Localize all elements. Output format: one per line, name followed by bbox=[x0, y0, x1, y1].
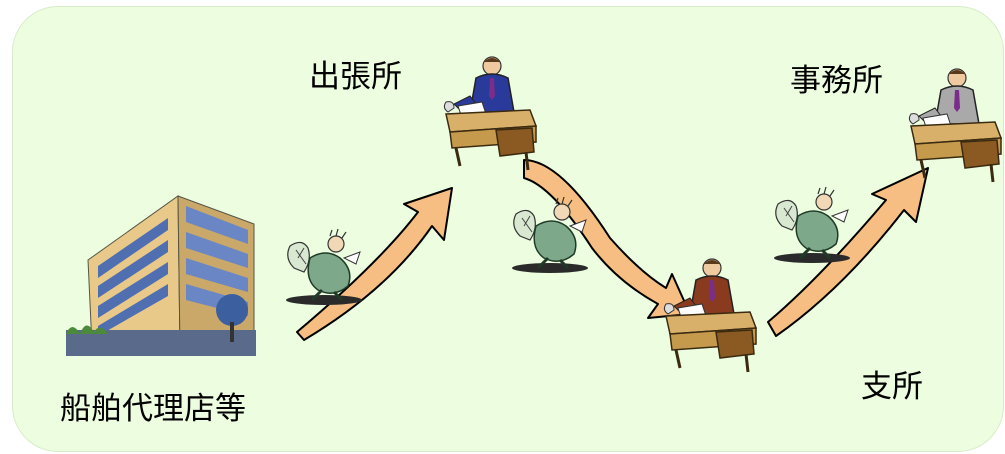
running-messenger-icon bbox=[772, 185, 852, 265]
clerk-at-desk-icon-office bbox=[907, 67, 1003, 184]
branch-office-label: 出張所 bbox=[309, 59, 402, 95]
clerk-at-desk-icon-branch-office bbox=[442, 55, 538, 172]
sub-office-label: 支所 bbox=[861, 369, 923, 405]
agency-label: 船舶代理店等 bbox=[60, 391, 246, 427]
office-building-icon bbox=[66, 195, 256, 356]
office-label: 事務所 bbox=[790, 63, 883, 99]
clerk-at-desk-icon-sub-office bbox=[662, 257, 758, 374]
flow-arrow-to-office bbox=[767, 167, 929, 337]
